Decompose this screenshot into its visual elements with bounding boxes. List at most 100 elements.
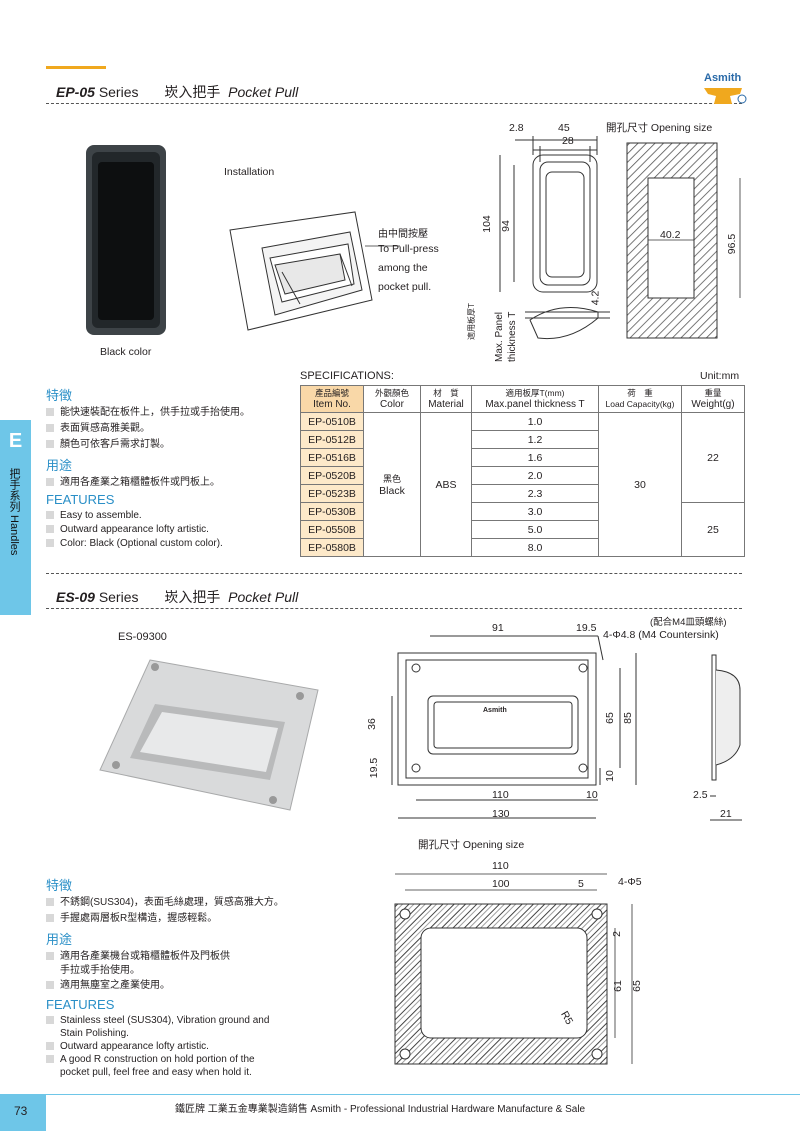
photo-caption: Black color bbox=[100, 346, 152, 358]
installation-sketch bbox=[229, 211, 373, 331]
thickness-cell: 1.2 bbox=[471, 430, 599, 449]
dim-label: 100 bbox=[492, 878, 510, 890]
es09-series-title: ES-09 Series 崁入把手 Pocket Pull bbox=[56, 589, 299, 605]
item-no-cell: EP-0580B bbox=[300, 538, 364, 557]
dim-label: 130 bbox=[492, 808, 510, 820]
table-row: EP-0523B 2.3 bbox=[300, 484, 745, 503]
footer-rule bbox=[46, 1094, 800, 1095]
header-thickness: 適用板厚T(mm)Max.panel thickness T bbox=[471, 385, 599, 413]
list-item: 手握處兩層板R型構造，握感輕鬆。 bbox=[46, 909, 217, 924]
model-label: ES-09300 bbox=[118, 631, 167, 643]
press-note-en-1: To Pull-press bbox=[378, 243, 439, 255]
dim-label: 40.2 bbox=[660, 229, 681, 241]
list-item: Stainless steel (SUS304), Vibration grou… bbox=[46, 1015, 269, 1026]
thickness-cell: 5.0 bbox=[471, 520, 599, 539]
list-item: pocket pull, feel free and easy when hol… bbox=[60, 1067, 252, 1078]
holes-note: 4-Φ4.8 (M4 Countersink) bbox=[603, 629, 719, 641]
screw-note: (配合M4皿頭螺絲) bbox=[650, 617, 727, 628]
press-note-en-2: among the bbox=[378, 262, 428, 274]
weight-cell: 22 bbox=[681, 412, 745, 503]
list-item: 能快速裝配在板件上，供手拉或手抬使用。 bbox=[46, 403, 250, 418]
table-row: EP-0520B 2.0 bbox=[300, 466, 745, 485]
dim-label: 96.5 bbox=[726, 233, 739, 255]
features-cn-heading: 特徵 bbox=[46, 388, 73, 403]
specs-unit: Unit:mm bbox=[700, 370, 740, 382]
dim-label: 5 bbox=[578, 878, 584, 890]
panel-thickness-label-en-2: thickness T bbox=[507, 311, 518, 362]
item-no-cell: EP-0512B bbox=[300, 430, 364, 449]
opening-size-label: 開孔尺寸 Opening size bbox=[418, 839, 525, 851]
list-item: Stain Polishing. bbox=[60, 1028, 129, 1039]
dim-label: 21 bbox=[720, 808, 732, 820]
divider bbox=[46, 608, 742, 609]
list-item: 不銹鋼(SUS304)，表面毛絲處理，質感高雅大方。 bbox=[46, 893, 284, 908]
item-no-cell: EP-0516B bbox=[300, 448, 364, 467]
dim-label: 4.2 bbox=[589, 290, 602, 306]
list-item: 表面質感高雅美觀。 bbox=[46, 419, 150, 434]
dim-label: 4-Φ5 bbox=[618, 876, 642, 888]
dim-label: 65 bbox=[630, 980, 643, 992]
plate-logo: Asmith bbox=[483, 707, 507, 714]
page-number: 73 bbox=[14, 1104, 28, 1118]
dim-label: 19.5 bbox=[576, 622, 597, 634]
usage-heading: 用途 bbox=[46, 932, 73, 947]
dim-label: 61 bbox=[611, 980, 624, 992]
list-item: 適用各產業機台或箱櫃體板件及門板供 bbox=[46, 947, 230, 962]
item-no-cell: EP-0510B bbox=[300, 412, 364, 431]
item-no-cell: EP-0530B bbox=[300, 502, 364, 521]
ep05-front-view bbox=[499, 136, 598, 293]
thickness-cell: 2.3 bbox=[471, 484, 599, 503]
press-note-cn: 由中間按壓 bbox=[378, 229, 428, 240]
dim-label: 36 bbox=[365, 718, 378, 730]
press-note-en-3: pocket pull. bbox=[378, 281, 432, 293]
item-no-cell: EP-0520B bbox=[300, 466, 364, 485]
panel-thickness-label-cn: 適用板厚T bbox=[467, 303, 476, 340]
list-item: Easy to assemble. bbox=[46, 510, 142, 521]
section-tab: E 把手系列 Handles bbox=[0, 420, 31, 615]
es09-product-photo bbox=[99, 659, 319, 811]
list-item: 手拉或手抬使用。 bbox=[60, 965, 140, 976]
dim-label: 10 bbox=[586, 789, 598, 801]
features-cn-heading: 特徵 bbox=[46, 878, 73, 893]
installation-label: Installation bbox=[224, 166, 275, 178]
accent-bar bbox=[46, 66, 106, 69]
page-number-tab: 73 bbox=[0, 1094, 46, 1131]
item-no-cell: EP-0523B bbox=[300, 484, 364, 503]
section-letter: E bbox=[8, 430, 23, 452]
weight-cell: 25 bbox=[681, 502, 745, 557]
ep05-series-title: EP-05 Series 崁入把手 Pocket Pull bbox=[56, 84, 299, 100]
features-en-heading: FEATURES bbox=[46, 492, 115, 507]
list-item: 適用各產業之箱櫃體板件或門板上。 bbox=[46, 473, 220, 488]
material-cell: ABS bbox=[420, 412, 472, 557]
specs-title: SPECIFICATIONS: bbox=[300, 370, 394, 382]
list-item: Outward appearance lofty artistic. bbox=[46, 1041, 209, 1052]
es09-opening-drawing bbox=[394, 873, 633, 1065]
thickness-cell: 1.0 bbox=[471, 412, 599, 431]
item-no-cell: EP-0550B bbox=[300, 520, 364, 539]
list-item: A good R construction on hold portion of… bbox=[46, 1054, 255, 1065]
dim-label: 85 bbox=[621, 712, 634, 724]
dim-label: 65 bbox=[603, 712, 616, 724]
dim-label: 2 bbox=[610, 931, 623, 937]
thickness-cell: 2.0 bbox=[471, 466, 599, 485]
list-item: Color: Black (Optional custom color). bbox=[46, 538, 223, 549]
dim-label: 104 bbox=[480, 215, 493, 233]
dim-label: 110 bbox=[492, 789, 509, 801]
opening-size-label: 開孔尺寸 Opening size bbox=[606, 122, 713, 134]
brand-logo: Asmith bbox=[700, 72, 750, 112]
dim-label: 19.5 bbox=[368, 757, 381, 779]
list-item: 適用無塵室之產業使用。 bbox=[46, 976, 170, 991]
dim-label: 94 bbox=[499, 220, 512, 232]
usage-heading: 用途 bbox=[46, 458, 73, 473]
panel-thickness-label-en-1: Max. Panel bbox=[494, 311, 505, 362]
es09-front-view bbox=[391, 635, 637, 819]
load-cell: 30 bbox=[598, 412, 682, 557]
ep05-side-view bbox=[525, 307, 610, 340]
